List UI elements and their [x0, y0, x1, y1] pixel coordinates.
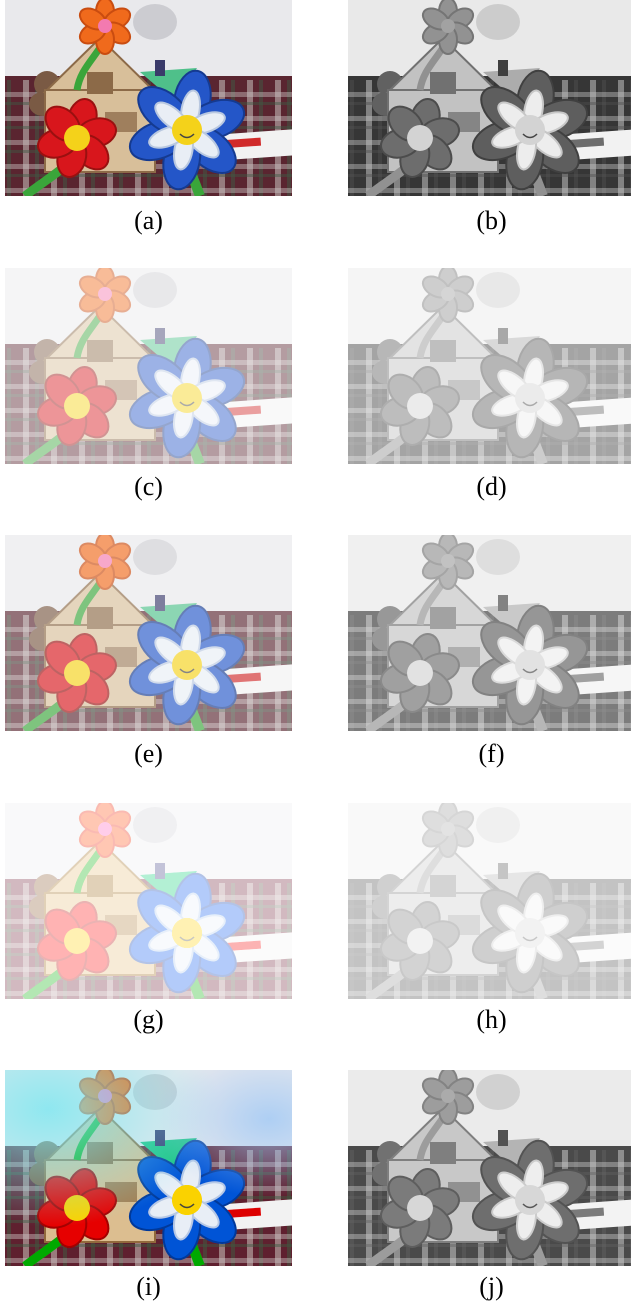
scene-illustration	[348, 1070, 631, 1266]
panel-h-caption: (h)	[476, 1005, 507, 1034]
panel-c-image	[5, 268, 292, 464]
panel-g-image	[5, 803, 292, 999]
scene-illustration	[5, 803, 292, 999]
panel-a-image	[5, 0, 292, 196]
panel-e-caption: (e)	[134, 739, 163, 768]
panel-c-caption: (c)	[134, 472, 163, 501]
panel-i-image	[5, 1070, 292, 1266]
scene-illustration	[5, 0, 292, 196]
scene-illustration	[348, 268, 631, 464]
scene-illustration	[348, 0, 631, 196]
scene-illustration	[5, 268, 292, 464]
panel-e-image	[5, 535, 292, 731]
panel-b-caption: (b)	[476, 206, 507, 235]
scene-illustration	[348, 535, 631, 731]
panel-g-caption: (g)	[133, 1005, 164, 1034]
panel-j-image	[348, 1070, 631, 1266]
panel-a-caption: (a)	[134, 206, 163, 235]
panel-d-caption: (d)	[476, 472, 507, 501]
scene-illustration	[5, 1070, 292, 1266]
panel-j-caption: (j)	[479, 1272, 504, 1301]
panel-f-caption: (f)	[478, 739, 505, 768]
panel-h-image	[348, 803, 631, 999]
panel-f-image	[348, 535, 631, 731]
scene-illustration	[5, 535, 292, 731]
scene-illustration	[348, 803, 631, 999]
panel-i-caption: (i)	[136, 1272, 161, 1301]
panel-b-image	[348, 0, 631, 196]
panel-d-image	[348, 268, 631, 464]
